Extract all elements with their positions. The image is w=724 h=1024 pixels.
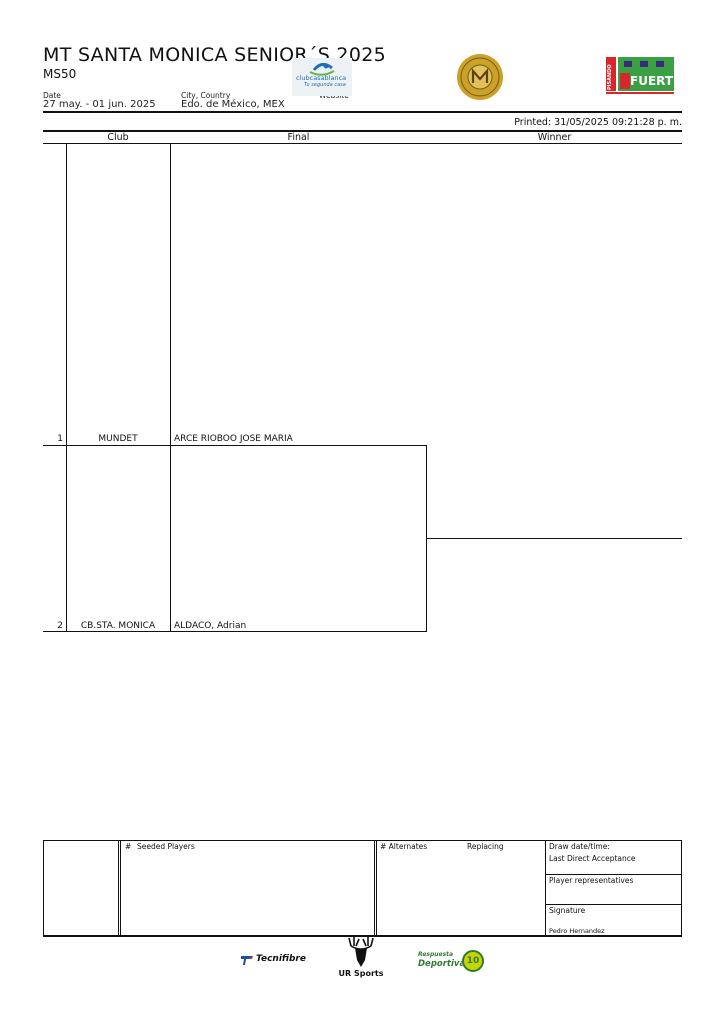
footer-divider-3: [545, 840, 546, 936]
deer-head-icon: [348, 937, 374, 967]
city-label: City, Country: [181, 91, 231, 100]
respuesta-top-text: Respuesta: [418, 951, 454, 958]
draw-seed-2: 2: [57, 621, 63, 631]
pisando-fuerte-logo: PISANDO FUERTE: [606, 57, 681, 95]
masters-tennis-logo: [456, 53, 504, 101]
ursports-text: UR Sports: [338, 969, 384, 978]
draw-date-label: Draw date/time:: [549, 842, 610, 851]
col-header-final: Final: [287, 132, 310, 143]
replacing-label: Replacing: [467, 842, 504, 851]
footer-divider-2b: [376, 840, 377, 936]
draw-seed-1: 1: [57, 434, 63, 444]
seeded-label: Seeded Players: [137, 842, 195, 851]
draw-club-2: CB.STA. MONICA: [80, 621, 156, 631]
lda-label: Last Direct Acceptance: [549, 854, 636, 863]
footer-divider-1: [118, 840, 119, 936]
draw-player-2: ALDACO, Adrian: [174, 621, 247, 631]
columns-top-rule: [43, 130, 682, 132]
club-player-divider: [170, 143, 171, 632]
casablanca-logo: clubcasablanca Tu segunda casa: [292, 58, 352, 96]
footer-rule-reps: [545, 874, 681, 875]
alternates-label: # Alternates: [380, 842, 428, 851]
tecnifibre-mark-icon: [241, 956, 253, 965]
draw-line-2: [43, 631, 427, 632]
seed-club-divider: [66, 143, 67, 632]
casablanca-tagline: Tu segunda casa: [304, 82, 346, 88]
respuesta-deportiva-logo: Respuesta Deportiva 10: [418, 948, 488, 974]
footer-divider-1b: [120, 840, 121, 936]
casablanca-name: clubcasablanca: [296, 74, 347, 82]
footer-bottom-rule: [43, 935, 682, 937]
draw-player-1: ARCE RIOBOO JOSE MARIA: [174, 434, 293, 444]
masters-seal-icon: [457, 54, 503, 100]
col-header-club: Club: [107, 132, 129, 143]
date-value: 27 may. - 01 jun. 2025: [43, 99, 156, 110]
event-code: MS50: [43, 67, 77, 81]
signature-label: Signature: [549, 906, 586, 915]
date-label: Date: [43, 91, 61, 100]
tecnifibre-text: Tecnifibre: [256, 954, 306, 964]
draw-club-1: MUNDET: [98, 434, 138, 444]
fuerte-word: FUERTE: [630, 74, 682, 88]
swimmer-icon: [309, 63, 335, 76]
seeded-hash: #: [125, 842, 132, 851]
winner-line: [426, 538, 682, 539]
col-header-winner: Winner: [537, 132, 572, 143]
ursports-logo: UR Sports: [336, 936, 386, 982]
respuesta-bottom-text: Deportiva: [418, 959, 466, 969]
city-value: Edo. de México, MEX: [181, 99, 285, 110]
footer-divider-2: [374, 840, 375, 936]
draw-line-1: [43, 445, 427, 446]
pisando-word: PISANDO: [607, 64, 613, 90]
footer-rule-signature: [545, 904, 681, 905]
header-rule: [43, 111, 682, 113]
printed-timestamp: Printed: 31/05/2025 09:21:28 p. m.: [514, 117, 682, 128]
tecnifibre-logo: Tecnifibre: [240, 952, 310, 968]
player-reps-label: Player representatives: [549, 876, 634, 885]
signature-name: Pedro Hernandez: [549, 927, 605, 935]
respuesta-badge-icon: 10: [462, 950, 484, 972]
columns-bottom-rule: [43, 143, 682, 144]
